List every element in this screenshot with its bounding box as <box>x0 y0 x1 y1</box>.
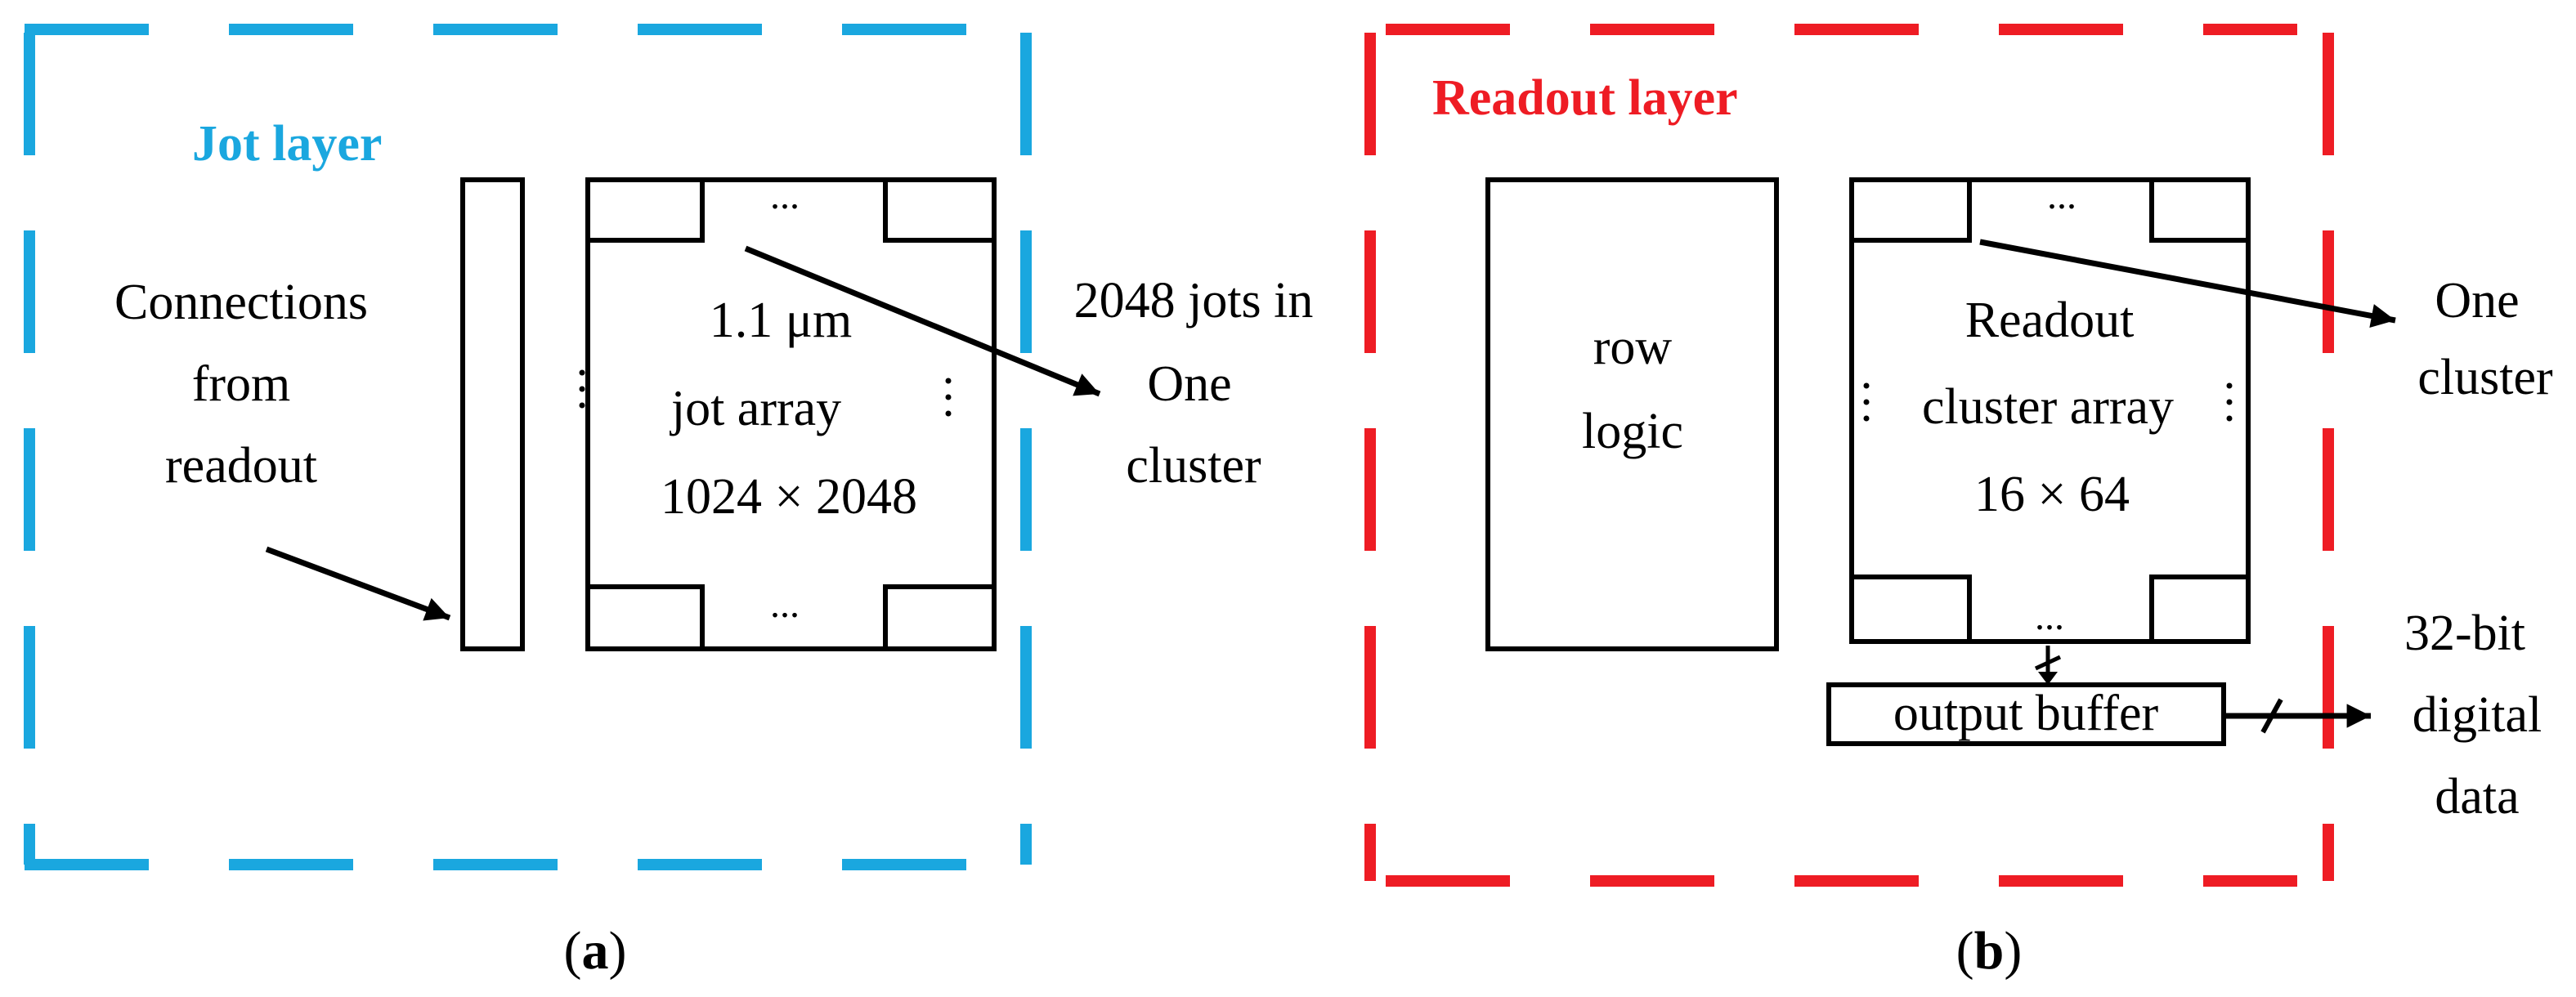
connections-label: Connections from readout <box>114 275 368 494</box>
caption-b: (b) <box>1956 921 2023 981</box>
row-logic-label-line-2: logic <box>1582 404 1683 459</box>
output-data-label: 32-bit digital data <box>2404 606 2542 825</box>
jot-array-vertical-ellipsis-left <box>579 369 585 409</box>
dot <box>1863 382 1870 389</box>
jot-cluster-arrow <box>744 245 1101 397</box>
jot-array-outline <box>585 177 997 651</box>
jot-array-vertical-ellipsis-right <box>945 378 952 417</box>
readout-corner-bottom-left <box>1849 575 1972 644</box>
jot-array-label-line-1: 1.1 μm <box>710 293 852 348</box>
jot-array-ellipsis-top: ... <box>770 174 800 217</box>
readout-cluster-arrow <box>1979 239 2396 328</box>
output-data-label-line-2: digital <box>2412 687 2542 743</box>
jot-cluster-label-line-1: 2048 jots in <box>1074 273 1314 329</box>
row-logic-label-line-1: row <box>1593 320 1673 375</box>
connection-arrow <box>265 546 451 621</box>
readout-cluster-label-line-1: One <box>2435 273 2519 329</box>
output-buffer-block <box>1826 682 2226 746</box>
connection-bar <box>460 177 525 651</box>
output-data-label-line-3: data <box>2435 769 2519 825</box>
readout-array-vertical-ellipsis-right <box>2226 382 2233 422</box>
jot-array-ellipsis-bottom: ... <box>770 583 800 626</box>
dot <box>945 394 952 400</box>
connector-bus-slash <box>2034 655 2062 671</box>
jot-layer-boundary <box>24 24 1032 870</box>
output-data-label-line-1: 32-bit <box>2404 606 2525 661</box>
readout-array-label-line-1: Readout <box>1965 293 2135 348</box>
row-logic-label: row logic <box>1582 320 1683 459</box>
readout-array-outline <box>1849 177 2251 644</box>
jot-layer-title: Jot layer <box>192 116 382 172</box>
readout-array-ellipsis-bottom: ... <box>2035 595 2064 638</box>
readout-array-label-line-2: cluster array <box>1922 379 2174 435</box>
dot <box>579 386 585 392</box>
readout-cluster-label-line-2: cluster <box>2417 350 2553 405</box>
panel-a: Jot layer Connections from readout ... .… <box>24 24 1314 981</box>
jot-corner-top-left <box>585 177 705 243</box>
dot <box>945 410 952 417</box>
panel-b: Readout layer row logic ... ... <box>1364 24 2553 981</box>
readout-cluster-label: One cluster <box>2417 273 2553 405</box>
caption-a-letter: a <box>582 921 609 981</box>
jot-corner-top-right <box>883 177 997 243</box>
jot-cluster-label-line-3: cluster <box>1126 438 1261 494</box>
dot <box>2226 399 2233 405</box>
readout-array-vertical-ellipsis-left <box>1863 382 1870 422</box>
dot <box>579 369 585 376</box>
readout-corner-top-right <box>2149 177 2251 243</box>
array-to-buffer-connector <box>2034 646 2062 685</box>
readout-array-label-line-3: 16 × 64 <box>1974 467 2130 522</box>
readout-cluster-array: ... ... Readout cluster array 16 × 64 <box>1849 174 2251 644</box>
dot <box>2226 382 2233 389</box>
jot-array-label: 1.1 μm jot array 1024 × 2048 <box>661 293 917 525</box>
readout-layer-title: Readout layer <box>1432 70 1738 126</box>
jot-corner-bottom-right <box>883 584 997 651</box>
jot-cluster-label-line-2: One <box>1147 356 1231 412</box>
dot <box>945 378 952 384</box>
output-bus-slash <box>2260 698 2283 734</box>
readout-layer-boundary <box>1364 24 2334 887</box>
readout-array-ellipsis-top: ... <box>2047 174 2076 217</box>
dot <box>579 402 585 409</box>
jot-array: ... ... 1.1 μm jot array 1024 × 2048 <box>579 174 997 651</box>
dot <box>1863 399 1870 405</box>
connections-label-line-3: readout <box>165 438 317 494</box>
caption-a: (a) <box>564 921 627 981</box>
caption-b-letter: b <box>1974 921 2005 981</box>
output-buffer-label: output buffer <box>1893 686 2159 741</box>
connections-label-line-1: Connections <box>114 275 368 330</box>
dot <box>2226 415 2233 422</box>
output-arrow-group <box>2225 698 2371 734</box>
row-logic-block <box>1485 177 1779 651</box>
dot <box>1863 415 1870 422</box>
readout-corner-bottom-right <box>2149 575 2251 644</box>
readout-array-label: Readout cluster array 16 × 64 <box>1922 293 2174 522</box>
connector-arrowhead <box>2038 672 2058 685</box>
jot-cluster-label: 2048 jots in One cluster <box>1074 273 1314 494</box>
jot-array-label-line-2: jot array <box>670 381 841 436</box>
readout-corner-top-left <box>1849 177 1972 243</box>
jot-array-label-line-3: 1024 × 2048 <box>661 469 917 525</box>
jot-corner-bottom-left <box>585 584 705 651</box>
connections-label-line-2: from <box>192 356 291 412</box>
